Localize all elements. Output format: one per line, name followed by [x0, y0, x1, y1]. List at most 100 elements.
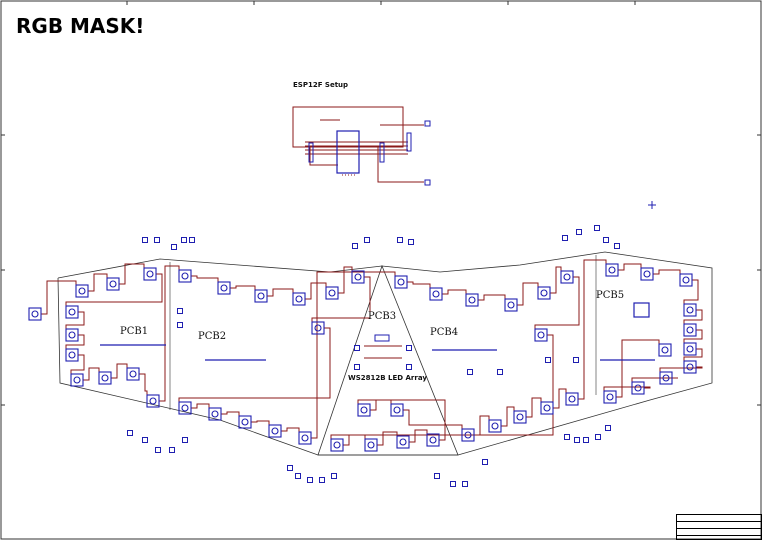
led-ws2812b: [605, 263, 619, 277]
led-core: [686, 326, 694, 334]
data-trace: [616, 339, 660, 398]
pin-terminal: [450, 481, 456, 487]
pin-terminal: [603, 237, 609, 243]
led-core: [432, 290, 440, 298]
data-trace: [230, 285, 256, 296]
data-trace: [251, 420, 270, 431]
data-trace: [603, 386, 651, 397]
led-core: [129, 370, 137, 378]
pin-terminal: [574, 437, 580, 443]
pin-terminal: [594, 225, 600, 231]
led-ws2812b: [488, 419, 502, 433]
data-trace: [357, 399, 446, 441]
data-trace: [65, 311, 85, 335]
pin-terminal: [406, 364, 412, 370]
pin-terminal: [177, 322, 183, 328]
pin-terminal: [595, 434, 601, 440]
data-trace: [139, 373, 148, 401]
led-core: [181, 272, 189, 280]
data-trace: [191, 275, 219, 288]
data-trace: [178, 327, 331, 408]
data-trace: [311, 276, 371, 328]
data-trace: [403, 409, 463, 435]
led-core: [354, 273, 362, 281]
led-ws2812b: [683, 342, 697, 356]
led-ws2812b: [390, 403, 404, 417]
led-ws2812b: [106, 277, 120, 291]
led-core: [241, 418, 249, 426]
data-trace: [407, 281, 431, 294]
led-core: [661, 346, 669, 354]
led-core: [507, 301, 515, 309]
led-core: [537, 331, 545, 339]
led-ws2812b: [640, 267, 654, 281]
page-title: RGB MASK!: [16, 14, 145, 38]
pin-terminal: [408, 239, 414, 245]
led-ws2812b: [325, 286, 339, 300]
led-core: [606, 393, 614, 401]
pin-terminal: [482, 459, 488, 465]
led-core: [31, 310, 39, 318]
led-ws2812b: [238, 415, 252, 429]
data-trace: [478, 294, 506, 305]
led-core: [333, 441, 341, 449]
data-trace: [119, 263, 145, 285]
led-ws2812b: [65, 328, 79, 342]
data-trace: [65, 334, 85, 355]
pcb-dividers: [169, 255, 597, 410]
data-trace: [653, 269, 681, 280]
data-trace: [474, 415, 490, 436]
led-core: [399, 438, 407, 446]
title-block-row: [677, 515, 761, 522]
data-trace: [501, 406, 515, 427]
data-trace: [517, 282, 539, 306]
pin-terminal: [605, 425, 611, 431]
pin-terminal: [352, 243, 358, 249]
pin-terminal: [497, 369, 503, 375]
esp-port-2: [424, 179, 431, 186]
led-ws2812b: [126, 367, 140, 381]
esp-wires: [292, 106, 424, 183]
led-ws2812b: [396, 435, 410, 449]
pin-terminal: [406, 345, 412, 351]
pin-terminal: [307, 477, 313, 483]
pin-terminal: [154, 237, 160, 243]
data-trace: [191, 403, 210, 414]
led-core: [662, 374, 670, 382]
data-trace: [526, 397, 542, 418]
pin-terminal: [182, 437, 188, 443]
led-core: [643, 270, 651, 278]
esp-header-right: [406, 132, 412, 152]
led-core: [68, 351, 76, 359]
pcb4-label: PCB4: [430, 327, 459, 338]
led-core: [568, 395, 576, 403]
resistor-bars: [100, 344, 655, 361]
led-core: [271, 427, 279, 435]
pin-terminal: [127, 430, 133, 436]
pin-terminal: [562, 235, 568, 241]
led-array-label: WS2812B LED Array: [348, 374, 427, 382]
led-core: [314, 324, 322, 332]
pin-terminal: [295, 473, 301, 479]
pcb3-network: [364, 334, 402, 359]
led-core: [429, 436, 437, 444]
circuit-wires: [41, 259, 703, 446]
pin-terminal: [177, 308, 183, 314]
data-trace: [330, 334, 554, 445]
led-ws2812b: [537, 286, 551, 300]
data-trace: [659, 366, 703, 378]
title-block-row: [677, 522, 761, 529]
led-ws2812b: [565, 392, 579, 406]
pin-terminal: [287, 465, 293, 471]
led-ws2812b: [683, 303, 697, 317]
led-ws2812b: [461, 428, 475, 442]
led-ws2812b: [311, 321, 325, 335]
data-trace: [550, 266, 562, 294]
led-core: [109, 280, 117, 288]
led-core: [149, 397, 157, 405]
led-ws2812b: [560, 270, 574, 284]
led-ws2812b: [98, 371, 112, 385]
pcb5-module: [633, 302, 650, 318]
data-trace: [88, 273, 108, 292]
led-core: [68, 308, 76, 316]
